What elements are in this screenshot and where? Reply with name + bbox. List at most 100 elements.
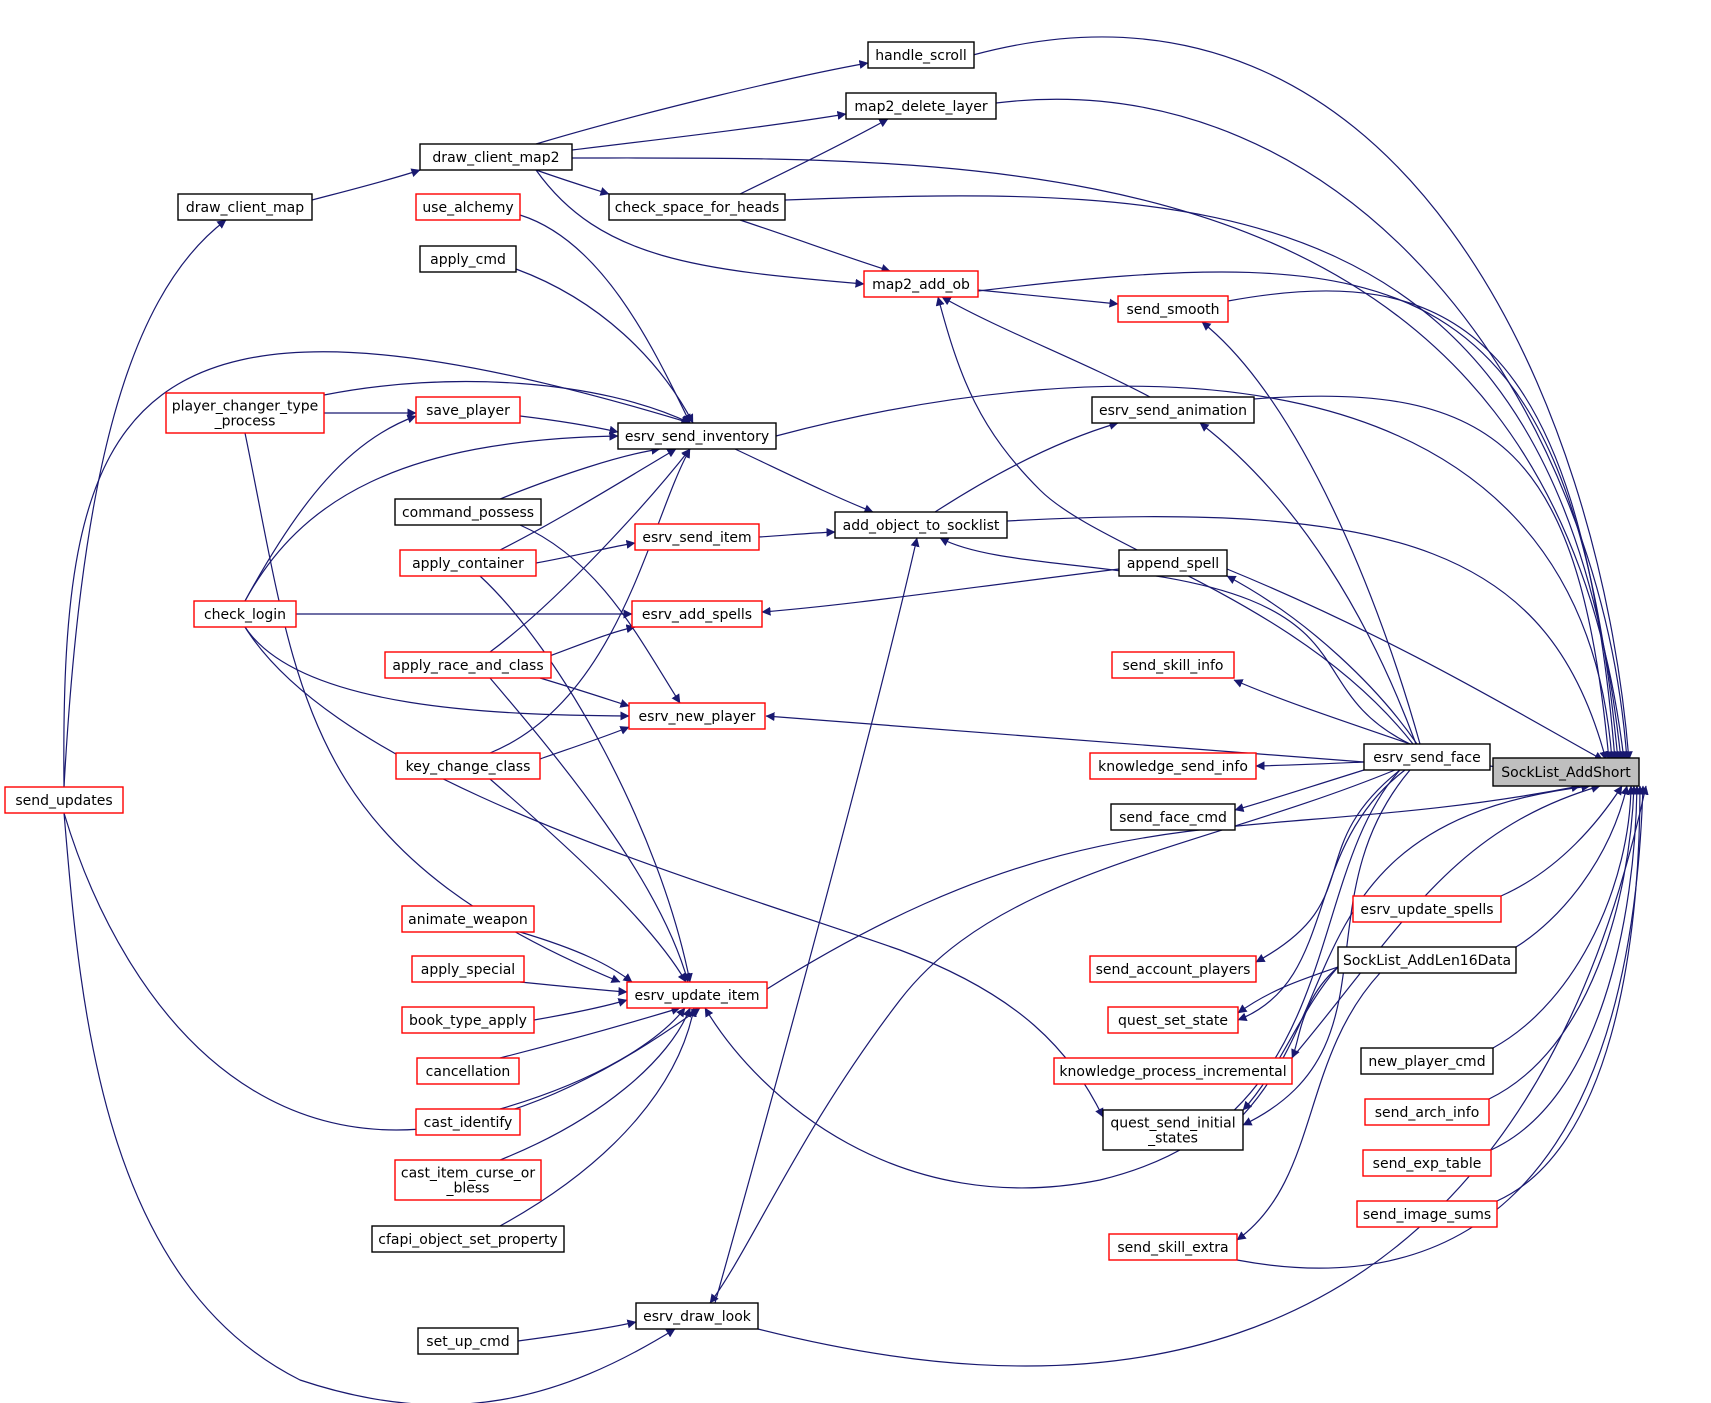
- node-send_arch_info[interactable]: send_arch_info: [1364, 1098, 1490, 1126]
- node-esrv_draw_look[interactable]: esrv_draw_look: [635, 1302, 759, 1330]
- node-label: book_type_apply: [409, 1013, 527, 1029]
- edge-draw_client_map2-to-map2_delete_layer: [571, 110, 847, 151]
- node-use_alchemy[interactable]: use_alchemy: [415, 193, 521, 221]
- node-send_skill_extra[interactable]: send_skill_extra: [1108, 1233, 1238, 1261]
- node-label: check_space_for_heads: [615, 200, 780, 216]
- node-send_exp_table[interactable]: send_exp_table: [1362, 1149, 1492, 1177]
- node-apply_cmd[interactable]: apply_cmd: [419, 245, 517, 273]
- edge-send_updates-to-esrv_draw_look: [63, 812, 676, 1403]
- node-box: [1111, 651, 1235, 679]
- edge-esrv_draw_look-to-SockList_AddShort: [757, 785, 1649, 1367]
- node-map2_delete_layer[interactable]: map2_delete_layer: [845, 92, 997, 120]
- node-box: [634, 523, 760, 551]
- node-box: [419, 245, 517, 273]
- edges-layer: [63, 36, 1649, 1403]
- node-box: [1110, 803, 1236, 831]
- node-send_face_cmd[interactable]: send_face_cmd: [1110, 803, 1236, 831]
- edge-esrv_send_face-to-add_object_to_socklist: [939, 537, 1411, 745]
- node-label: quest_send_initial: [1110, 1116, 1235, 1132]
- node-box: [1363, 743, 1491, 771]
- node-esrv_send_inventory[interactable]: esrv_send_inventory: [617, 422, 777, 450]
- edge-apply_race_and_class-to-esrv_new_player: [539, 677, 630, 708]
- node-label: cancellation: [426, 1064, 511, 1080]
- edge-esrv_update_item-to-SockList_AddShort: [766, 783, 1581, 990]
- edge-esrv_draw_look-to-add_object_to_socklist: [714, 537, 920, 1304]
- node-esrv_new_player[interactable]: esrv_new_player: [628, 702, 766, 730]
- node-send_account_players[interactable]: send_account_players: [1089, 955, 1257, 983]
- node-esrv_update_item[interactable]: esrv_update_item: [626, 981, 768, 1009]
- node-label: send_image_sums: [1363, 1207, 1491, 1223]
- node-esrv_send_face[interactable]: esrv_send_face: [1363, 743, 1491, 771]
- node-check_login[interactable]: check_login: [193, 600, 297, 628]
- node-esrv_update_spells[interactable]: esrv_update_spells: [1352, 895, 1502, 923]
- node-box: [1091, 396, 1255, 424]
- edge-esrv_send_animation-to-map2_add_ob: [941, 296, 1151, 398]
- edge-send_exp_table-to-SockList_AddShort: [1490, 785, 1642, 1151]
- node-box: [1337, 946, 1517, 974]
- node-esrv_send_item[interactable]: esrv_send_item: [634, 523, 760, 551]
- node-send_smooth[interactable]: send_smooth: [1117, 295, 1229, 323]
- node-send_image_sums[interactable]: send_image_sums: [1356, 1200, 1498, 1228]
- node-draw_client_map[interactable]: draw_client_map: [177, 193, 313, 221]
- node-apply_special[interactable]: apply_special: [411, 955, 525, 983]
- edge-check_space_for_heads-to-map2_delete_layer: [739, 118, 889, 195]
- node-set_up_cmd[interactable]: set_up_cmd: [417, 1327, 519, 1355]
- node-cast_item_curse_or_bless[interactable]: cast_item_curse_or_bless: [394, 1159, 542, 1201]
- node-animate_weapon[interactable]: animate_weapon: [401, 905, 535, 933]
- node-box: [863, 270, 979, 298]
- node-knowledge_send_info[interactable]: knowledge_send_info: [1089, 752, 1257, 780]
- node-draw_client_map2[interactable]: draw_client_map2: [419, 143, 573, 171]
- node-apply_race_and_class[interactable]: apply_race_and_class: [384, 651, 552, 679]
- node-label: esrv_send_animation: [1099, 403, 1247, 419]
- edge-send_arch_info-to-SockList_AddShort: [1488, 785, 1639, 1100]
- node-box: [1102, 1109, 1244, 1151]
- node-label: handle_scroll: [875, 48, 967, 64]
- node-new_player_cmd[interactable]: new_player_cmd: [1360, 1047, 1494, 1075]
- node-box: [1053, 1057, 1293, 1085]
- node-SockList_AddShort: SockList_AddShort: [1492, 757, 1640, 787]
- edge-player_changer_type_process-to-esrv_send_inventory: [323, 380, 691, 424]
- node-box: [193, 600, 297, 628]
- node-label: cast_item_curse_or: [401, 1166, 535, 1182]
- node-knowledge_process_incremental[interactable]: knowledge_process_incremental: [1053, 1057, 1293, 1085]
- edge-SockList_AddLen16Data-to-quest_send_initial_states: [1242, 966, 1339, 1111]
- edge-SockList_AddLen16Data-to-quest_set_state: [1237, 966, 1339, 1014]
- node-cfapi_object_set_property[interactable]: cfapi_object_set_property: [371, 1225, 565, 1253]
- edge-book_type_apply-to-esrv_update_item: [533, 998, 628, 1021]
- node-box: [415, 396, 521, 424]
- node-label: apply_special: [421, 962, 515, 978]
- node-player_changer_type_process[interactable]: player_changer_type_process: [165, 392, 325, 434]
- node-book_type_apply[interactable]: book_type_apply: [401, 1006, 535, 1034]
- node-apply_container[interactable]: apply_container: [399, 549, 537, 577]
- node-cancellation[interactable]: cancellation: [416, 1057, 520, 1085]
- node-send_skill_info[interactable]: send_skill_info: [1111, 651, 1235, 679]
- node-handle_scroll[interactable]: handle_scroll: [867, 41, 975, 69]
- node-label: SockList_AddLen16Data: [1343, 953, 1511, 969]
- node-check_space_for_heads[interactable]: check_space_for_heads: [608, 193, 786, 221]
- node-label: animate_weapon: [408, 912, 528, 928]
- node-key_change_class[interactable]: key_change_class: [395, 752, 541, 780]
- node-label: esrv_send_face: [1373, 750, 1480, 766]
- node-box: [1364, 1098, 1490, 1126]
- node-cast_identify[interactable]: cast_identify: [415, 1108, 521, 1136]
- node-label: command_possess: [402, 505, 534, 521]
- node-esrv_add_spells[interactable]: esrv_add_spells: [631, 600, 763, 628]
- node-map2_add_ob[interactable]: map2_add_ob: [863, 270, 979, 298]
- node-SockList_AddLen16Data[interactable]: SockList_AddLen16Data: [1337, 946, 1517, 974]
- node-box: [631, 600, 763, 628]
- node-label: append_spell: [1127, 556, 1219, 572]
- node-quest_set_state[interactable]: quest_set_state: [1107, 1006, 1239, 1034]
- node-append_spell[interactable]: append_spell: [1118, 549, 1228, 577]
- node-label: player_changer_type: [172, 399, 319, 415]
- node-quest_send_initial_states[interactable]: quest_send_initial_states: [1102, 1109, 1244, 1151]
- node-box: [394, 1159, 542, 1201]
- node-label: esrv_send_item: [642, 530, 751, 546]
- node-esrv_send_animation[interactable]: esrv_send_animation: [1091, 396, 1255, 424]
- node-add_object_to_socklist[interactable]: add_object_to_socklist: [834, 511, 1008, 539]
- node-save_player[interactable]: save_player: [415, 396, 521, 424]
- node-command_possess[interactable]: command_possess: [394, 498, 542, 526]
- node-label: save_player: [426, 403, 510, 419]
- edge-set_up_cmd-to-esrv_draw_look: [517, 1319, 637, 1342]
- node-send_updates[interactable]: send_updates: [4, 786, 124, 814]
- edge-append_spell-to-esrv_add_spells: [761, 568, 1120, 616]
